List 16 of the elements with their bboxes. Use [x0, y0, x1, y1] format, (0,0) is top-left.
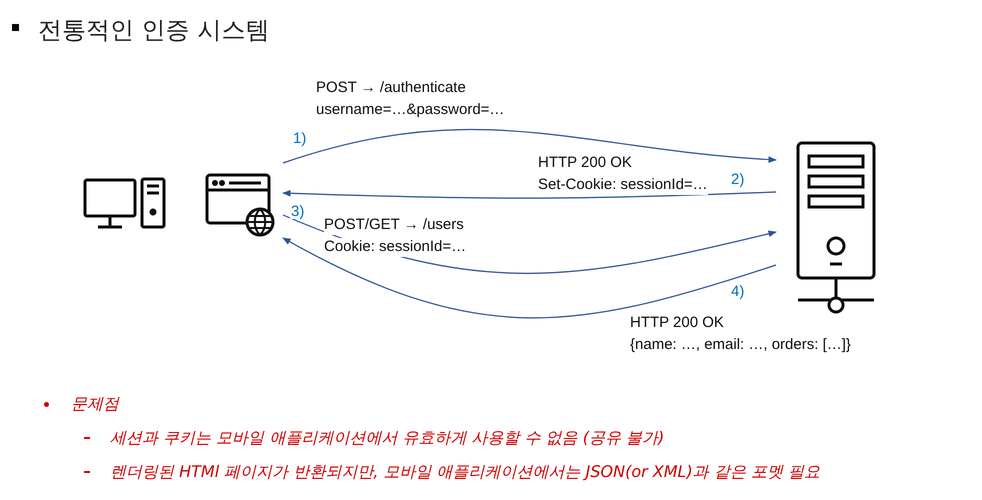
message-text: Cookie: sessionId=…	[324, 238, 466, 257]
message-text: username=…&password=…	[316, 101, 504, 120]
arrow	[282, 190, 776, 199]
step-number: 1)	[292, 131, 308, 146]
heading: 문제점	[71, 393, 119, 415]
message-text: {name: …, email: …, orders: […]}	[630, 336, 851, 355]
step-number: 2)	[730, 172, 746, 187]
arrow	[282, 129, 777, 164]
message-text: Set-Cookie: sessionId=…	[538, 176, 708, 195]
message-text: POST/GET → /users	[324, 216, 464, 235]
arrow	[282, 237, 776, 318]
title: 전통적인 인증 시스템	[38, 15, 270, 46]
step-number: 4)	[730, 284, 746, 299]
issue-text: 렌더링된 HTMl 페이지가 반환되지만, 모바일 애플리케이션에서는 JSON(or XML)과 같은 포멧 필요	[110, 461, 820, 483]
step-number: 3)	[290, 204, 306, 219]
issue-text: 세션과 쿠키는 모바일 애플리케이션에서 유효하게 사용할 수 없음 (공유 불가)	[110, 427, 664, 449]
